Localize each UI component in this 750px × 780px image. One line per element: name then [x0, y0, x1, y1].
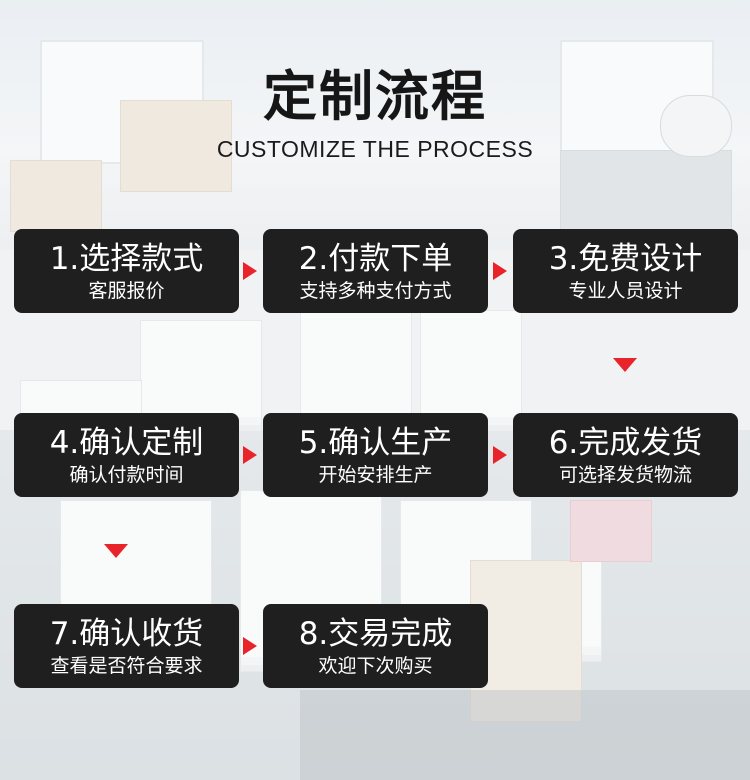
- step-title: 6.完成发货: [513, 423, 738, 463]
- arrow-down-icon: [613, 358, 637, 372]
- arrow-right-icon: [243, 262, 257, 280]
- step-description: 支持多种支付方式: [263, 279, 488, 303]
- step-5-confirm-production: 5.确认生产 开始安排生产: [263, 413, 488, 497]
- step-description: 可选择发货物流: [513, 463, 738, 487]
- page-subtitle: CUSTOMIZE THE PROCESS: [0, 136, 750, 163]
- step-1-select-style: 1.选择款式 客服报价: [14, 229, 239, 313]
- step-description: 专业人员设计: [513, 279, 738, 303]
- step-description: 客服报价: [14, 279, 239, 303]
- step-3-free-design: 3.免费设计 专业人员设计: [513, 229, 738, 313]
- step-description: 查看是否符合要求: [14, 654, 239, 678]
- step-2-pay-order: 2.付款下单 支持多种支付方式: [263, 229, 488, 313]
- step-8-complete: 8.交易完成 欢迎下次购买: [263, 604, 488, 688]
- step-description: 欢迎下次购买: [263, 654, 488, 678]
- step-title: 8.交易完成: [263, 614, 488, 654]
- page-title: 定制流程: [0, 52, 750, 131]
- arrow-right-icon: [493, 446, 507, 464]
- step-title: 4.确认定制: [14, 423, 239, 463]
- step-description: 确认付款时间: [14, 463, 239, 487]
- arrow-right-icon: [493, 262, 507, 280]
- step-4-confirm-custom: 4.确认定制 确认付款时间: [14, 413, 239, 497]
- arrow-down-icon: [104, 544, 128, 558]
- arrow-right-icon: [243, 637, 257, 655]
- step-title: 5.确认生产: [263, 423, 488, 463]
- arrow-right-icon: [243, 446, 257, 464]
- step-title: 3.免费设计: [513, 239, 738, 279]
- step-7-confirm-receipt: 7.确认收货 查看是否符合要求: [14, 604, 239, 688]
- step-description: 开始安排生产: [263, 463, 488, 487]
- step-title: 2.付款下单: [263, 239, 488, 279]
- step-6-ship: 6.完成发货 可选择发货物流: [513, 413, 738, 497]
- step-title: 1.选择款式: [14, 239, 239, 279]
- step-title: 7.确认收货: [14, 614, 239, 654]
